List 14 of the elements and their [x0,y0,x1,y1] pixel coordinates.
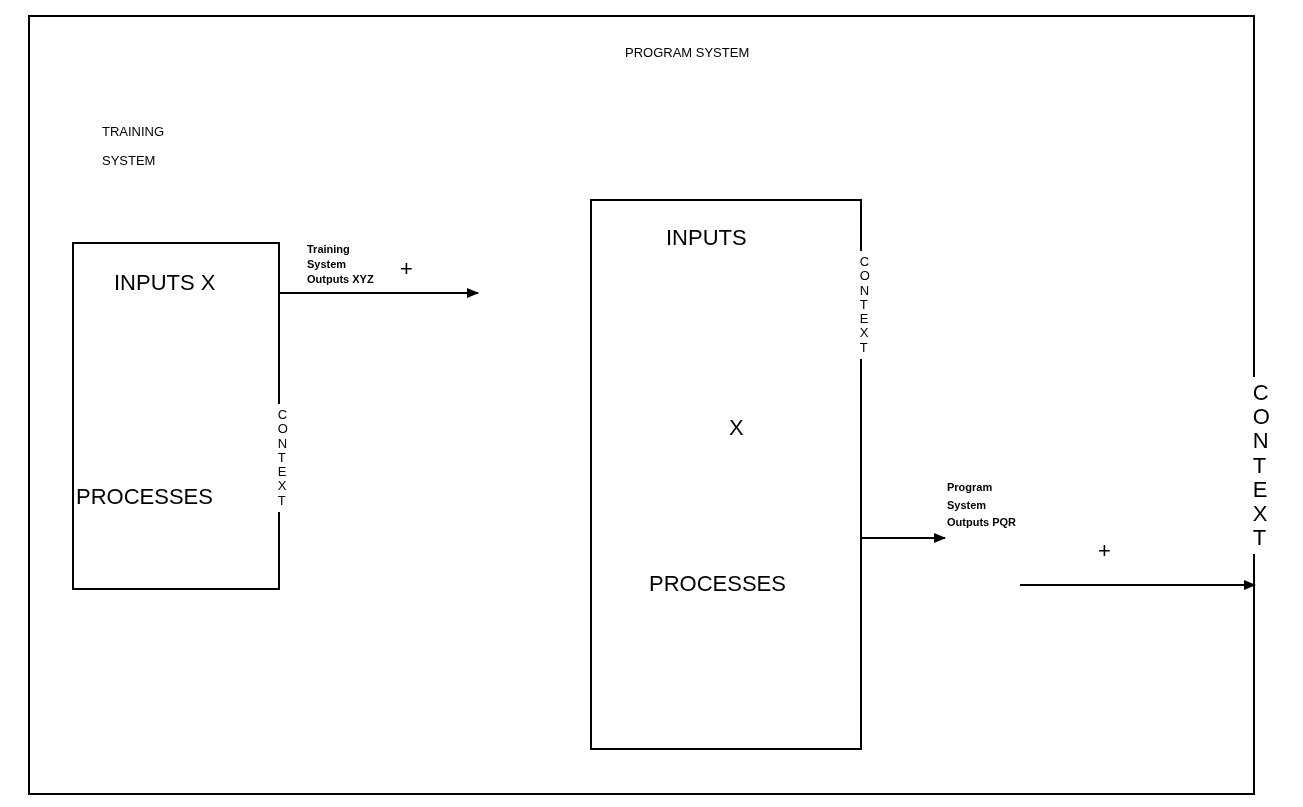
box-label: X [729,414,744,442]
system-title: PROGRAM SYSTEM [625,44,750,62]
plus-sign: + [400,258,413,280]
box-label: INPUTS [666,224,747,252]
arrow [1019,580,1256,590]
output-text: Training System Outputs XYZ [307,242,387,287]
output-text: Program System Outputs PQR [947,479,1022,532]
box-label: PROCESSES [649,570,786,598]
box-label: INPUTS X [114,269,216,297]
plus-sign: + [1098,540,1111,562]
box-label: PROCESSES [76,483,213,511]
arrow [277,288,479,298]
system-title: TRAINING SYSTEM [102,123,166,170]
arrow [859,533,946,543]
